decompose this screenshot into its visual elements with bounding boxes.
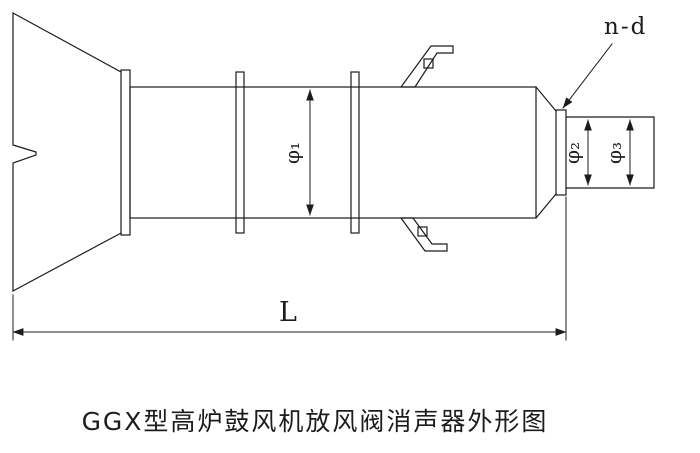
phi3-label: φ₃	[602, 142, 626, 164]
cylinder-body	[129, 86, 537, 219]
bracket-hole-top	[423, 58, 434, 69]
reducer-cone	[535, 86, 557, 219]
stiffener-ring-1	[235, 71, 245, 234]
mounting-bracket-top	[399, 45, 454, 88]
n-d-leader-line	[562, 43, 613, 109]
outlet-pipe	[565, 116, 655, 189]
length-label: L	[279, 297, 297, 328]
mounting-bracket-bottom	[399, 217, 448, 252]
stiffener-ring-2	[350, 71, 360, 234]
phi2-label: φ₂	[560, 142, 584, 164]
bracket-hole-bottom	[417, 226, 428, 237]
phi1-label: φ₁	[280, 142, 304, 164]
horn-outline	[12, 11, 122, 293]
inlet-flange	[120, 69, 131, 236]
outlet-flange	[555, 109, 567, 196]
n-d-label: n-d	[604, 14, 647, 40]
drawing-caption: GGX型高炉鼓风机放风阀消声器外形图	[82, 407, 549, 436]
